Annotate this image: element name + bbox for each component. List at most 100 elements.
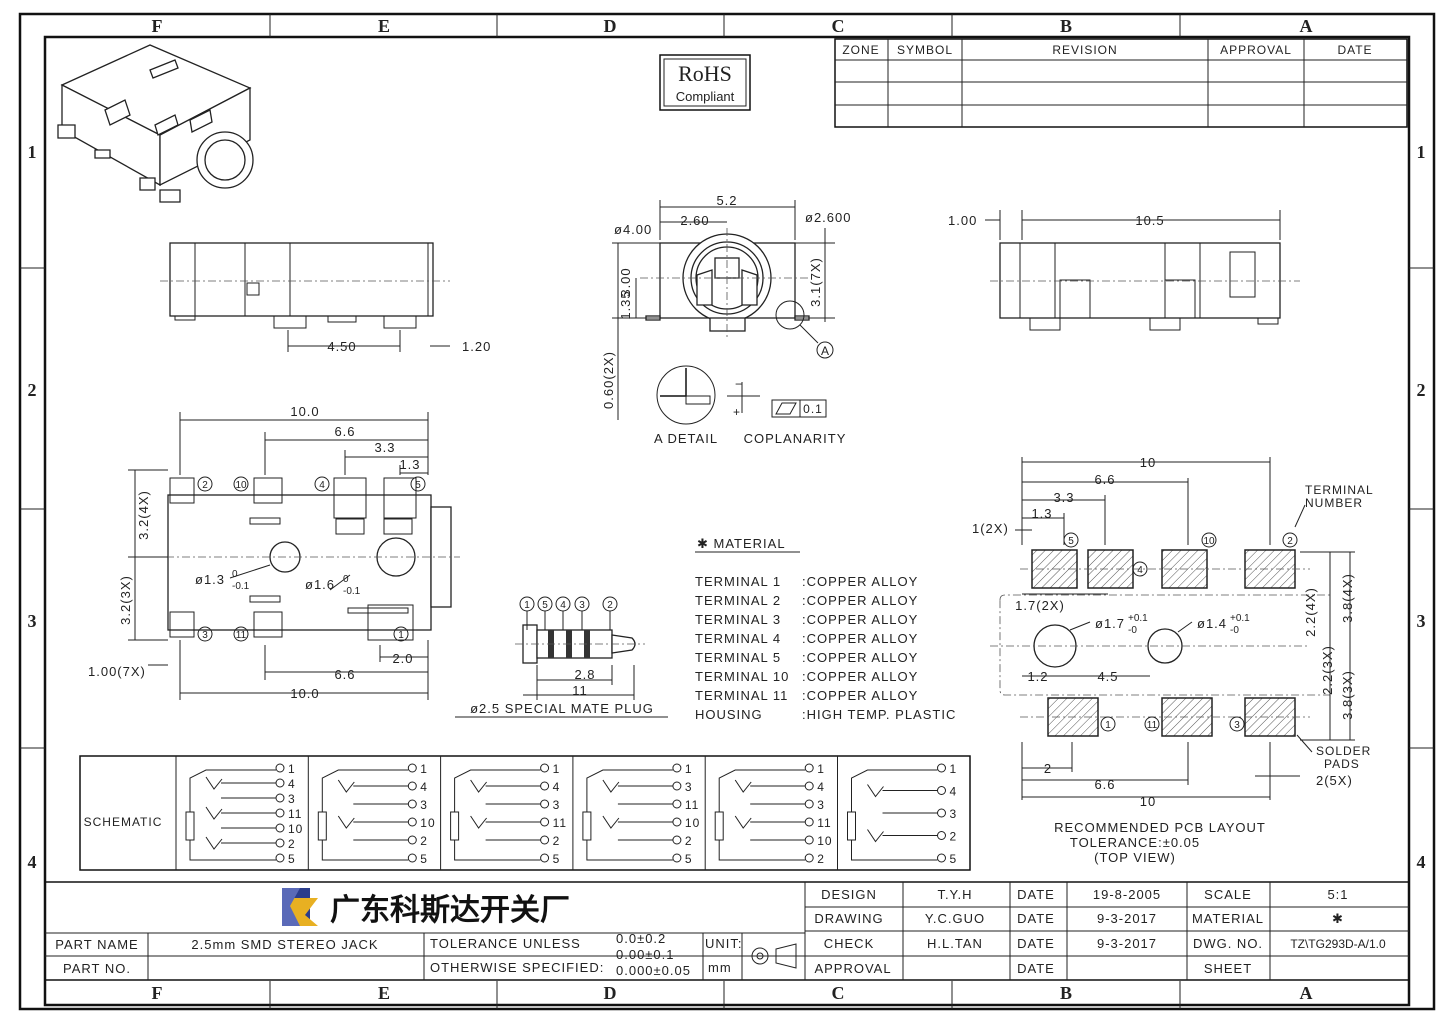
plug-pin-3: 3: [574, 596, 590, 612]
coplanarity-plus: +: [733, 405, 741, 419]
schematic-cell-3-pin-5: 5: [553, 852, 561, 866]
plug-pin-1-label: 1: [524, 600, 530, 611]
dim-0-60: 0.60(2X): [601, 351, 616, 409]
material-row-6-item: TERMINAL 11: [695, 688, 788, 703]
revision-table: ZONE SYMBOL REVISION APPROVAL DATE: [834, 38, 1408, 128]
dim-dia-2-6: ø2.600: [805, 210, 851, 225]
pcb-dim-3-3: 3.3: [1053, 490, 1074, 505]
pcb-caption-2: TOLERANCE:±0.05: [1070, 835, 1200, 850]
tolerance-1: 0.0±0.2: [616, 931, 666, 946]
top-view-pin-10: 10: [233, 476, 249, 492]
dim-3-2-4x: 3.2(4X): [136, 490, 151, 540]
pcb-hole-1-7-tol-top: +0.1: [1128, 613, 1148, 624]
material-list: ✱ MATERIAL TERMINAL 1:COPPER ALLOYTERMIN…: [695, 536, 955, 722]
dim-5-2: 5.2: [716, 193, 737, 208]
hole-1-6-tol-top: 0: [343, 574, 349, 585]
schematic-cell-1-pin-1: 1: [288, 762, 296, 776]
dim-2-8: 2.8: [574, 667, 595, 682]
top-view-pin-5: 5: [410, 476, 426, 492]
top-view-pin-11: 11: [233, 626, 249, 642]
top-view-pin-4: 4: [314, 476, 330, 492]
schematic-cell-4-pin-5: 5: [685, 852, 693, 866]
pcb-hole-1-7-tol-bot: -0: [1128, 625, 1137, 636]
top-view-pin-3-label: 3: [202, 630, 208, 641]
schematic-cell-1-pin-2: 2: [288, 837, 296, 851]
pcb-caption-1: RECOMMENDED PCB LAYOUT: [1054, 820, 1266, 835]
schematic-cell-3-pin-11: 11: [553, 816, 567, 830]
schematic-cell-1-pin-4: 4: [288, 777, 296, 791]
coplanarity-minus: −: [735, 377, 743, 391]
top-view-pin-10-label: 10: [235, 480, 247, 491]
schematic-cell-1-pin-3: 3: [288, 792, 296, 806]
dim-2-0: 2.0: [392, 651, 413, 666]
drawing-date: 9-3-2017: [1097, 911, 1157, 926]
company-logo: [282, 888, 318, 926]
top-view-pin-2-label: 2: [202, 480, 208, 491]
zone-row-left-3: 3: [28, 611, 37, 631]
schematic-cell-6-pin-2: 2: [950, 830, 958, 844]
schematic-cell-4-pin-3: 3: [685, 780, 693, 794]
part-no-label: PART NO.: [63, 961, 131, 976]
schematic-cell-4-pin-2: 2: [685, 834, 693, 848]
schematic-cell-3-pin-2: 2: [553, 834, 561, 848]
pcb-dim-2-5x: 2(5X): [1316, 773, 1353, 788]
tolerance-2: 0.00±0.1: [616, 947, 675, 962]
hole-1-3-tol-top: 0: [232, 569, 238, 580]
schematic-cell-4-pin-11: 11: [685, 798, 699, 812]
rev-header-approval: APPROVAL: [1220, 43, 1292, 57]
schematic-cell-5-pin-10: 10: [817, 834, 832, 848]
material-row-2-value: :COPPER ALLOY: [802, 612, 918, 627]
material-row-5-value: :COPPER ALLOY: [802, 669, 918, 684]
material-row-4-item: TERMINAL 5: [695, 650, 781, 665]
plug-pin-2-label: 2: [607, 600, 613, 611]
schematic-cell-4-pin-10: 10: [685, 816, 700, 830]
dim-6-6-top: 6.6: [334, 424, 355, 439]
hole-1-3: ø1.3: [195, 572, 225, 587]
date-label-2: DATE: [1017, 911, 1055, 926]
material-title: ✱ MATERIAL: [697, 536, 786, 551]
hole-1-6-tol-bot: -0.1: [343, 586, 361, 597]
top-view-pin-5-label: 5: [415, 480, 421, 491]
material-row-5-item: TERMINAL 10: [695, 669, 789, 684]
pcb-pin-5: 5: [1063, 532, 1079, 548]
zone-row-right-1: 1: [1417, 142, 1426, 162]
top-view-pin-3: 3: [197, 626, 213, 642]
tolerance-label-2: OTHERWISE SPECIFIED:: [430, 960, 604, 975]
date-label-4: DATE: [1017, 961, 1055, 976]
date-label-1: DATE: [1017, 887, 1055, 902]
dim-10-0-bot: 10.0: [290, 686, 319, 701]
zone-col-bottom-E: E: [378, 983, 390, 1003]
front-view: A 5.2 2.60 ø4.00 ø2.600 3.00 1.35 3.1(7X…: [601, 193, 851, 420]
pcb-layout: 10 6.6 3.3 1.3 1(2X) 1.7(2X) TERMINAL NU…: [972, 455, 1374, 865]
pcb-pin-4-label: 4: [1137, 565, 1143, 576]
pcb-dim-2-2-3x: 2.2(3X): [1320, 645, 1335, 695]
pcb-pin-1: 1: [1100, 716, 1116, 732]
pcb-dim-1-3: 1.3: [1031, 506, 1052, 521]
company-name: 广东科斯达开关厂: [330, 893, 570, 928]
rohs-title: RoHS: [678, 61, 732, 86]
date-label-3: DATE: [1017, 936, 1055, 951]
zone-row-left-1: 1: [28, 142, 37, 162]
top-view: 10.0 6.6 3.3 1.3 3.2(4X) 3.2(3X) 1.00(7X…: [88, 404, 460, 701]
dim-1-3: 1.3: [399, 457, 420, 472]
material-row-6-value: :COPPER ALLOY: [802, 688, 918, 703]
material-label: MATERIAL: [1192, 911, 1264, 926]
schematic-cell-1-pin-5: 5: [288, 852, 296, 866]
zone-row-left-4: 4: [28, 852, 37, 872]
check-label: CHECK: [824, 936, 875, 951]
schematic-cell-5-pin-1: 1: [817, 762, 825, 776]
dim-dia-4: ø4.00: [614, 222, 652, 237]
material-row-0-value: :COPPER ALLOY: [802, 574, 918, 589]
zone-row-right-3: 3: [1417, 611, 1426, 631]
plug-pin-4: 4: [555, 596, 571, 612]
schematic-cell-2-pin-1: 1: [420, 762, 428, 776]
pcb-terminal-label-1: TERMINAL: [1305, 483, 1374, 497]
zone-col-bottom-B: B: [1060, 983, 1072, 1003]
